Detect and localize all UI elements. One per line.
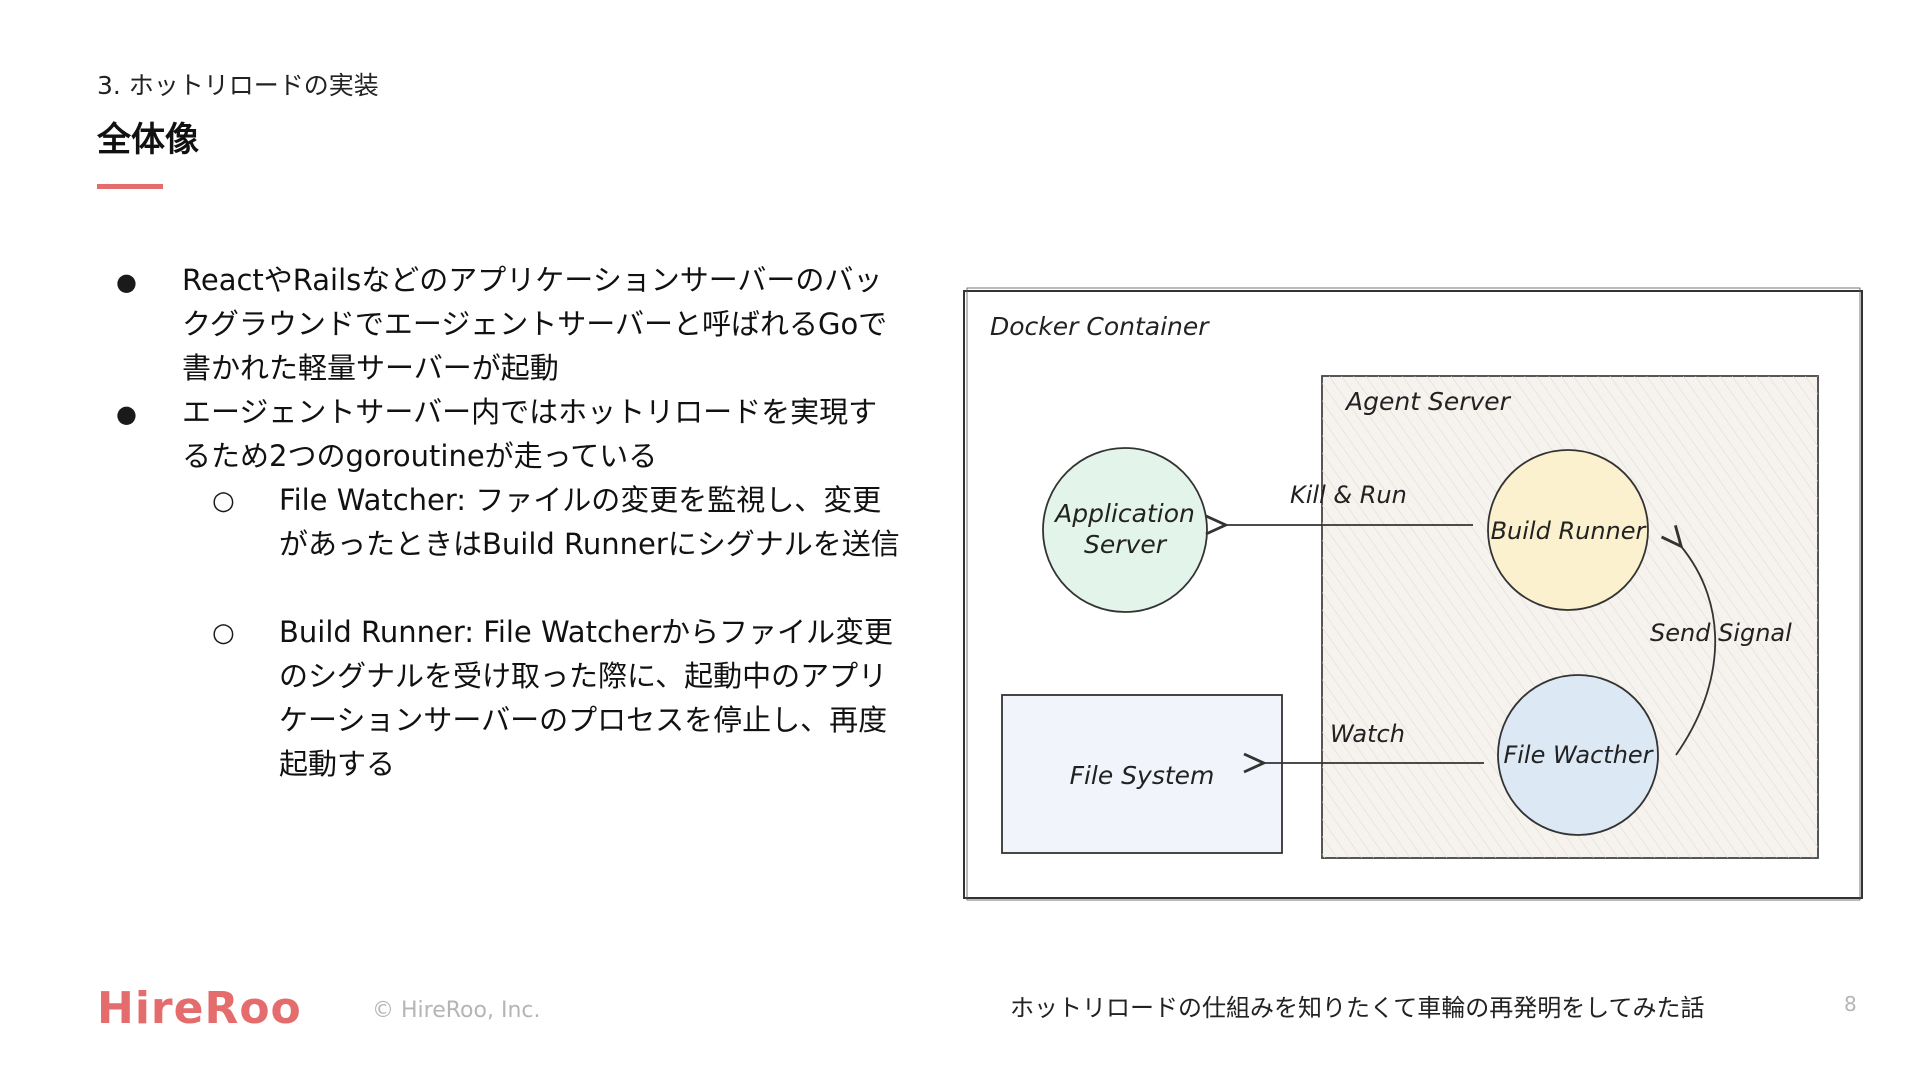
watch-label: Watch xyxy=(1330,720,1405,748)
build-runner-label: Build Runner xyxy=(1491,517,1648,545)
bullet-text: ReactやRailsなどのアプリケーションサーバーのバックグラウンドでエージェ… xyxy=(182,263,888,385)
copyright-text: © HireRoo, Inc. xyxy=(372,998,541,1023)
architecture-diagram: Docker Container Agent Server Applicatio… xyxy=(963,287,1863,901)
file-watcher-label: File Wacther xyxy=(1503,741,1654,769)
sub-bullet-text: File Watcher: ファイルの変更を監視し、変更があったときはBuild… xyxy=(279,483,900,561)
docker-container-label: Docker Container xyxy=(990,312,1210,341)
slide-title: 全体像 xyxy=(97,120,199,160)
talk-title: ホットリロードの仕組みを知りたくて車輪の再発明をしてみた話 xyxy=(1010,994,1705,1022)
bullet-marker: ● xyxy=(116,268,137,296)
bullet-marker: ● xyxy=(116,400,137,428)
bullet-text: エージェントサーバー内ではホットリロードを実現するため2つのgoroutineが… xyxy=(182,395,878,473)
section-label: 3. ホットリロードの実装 xyxy=(97,71,379,100)
docker-container-box xyxy=(963,290,1863,899)
kill-run-label: Kill & Run xyxy=(1290,481,1407,509)
page-number: 8 xyxy=(1844,992,1857,1016)
sub-bullet-marker: ○ xyxy=(212,618,235,648)
file-watcher-node xyxy=(1497,674,1659,836)
application-server-label-line1: Application xyxy=(1053,499,1195,528)
send-signal-arrow xyxy=(1676,545,1717,756)
send-signal-label: Send Signal xyxy=(1650,619,1792,647)
file-system-box xyxy=(1001,694,1283,854)
title-underline xyxy=(97,184,163,189)
application-server-label-line2: Server xyxy=(1084,530,1168,559)
agent-server-label: Agent Server xyxy=(1344,387,1512,416)
sub-bullet-text: Build Runner: File Watcherからファイル変更のシグナルを… xyxy=(279,615,894,781)
build-runner-node xyxy=(1487,449,1649,611)
file-system-label: File System xyxy=(1070,761,1215,790)
sub-bullet-marker: ○ xyxy=(212,486,235,516)
hireroo-logo: HireRoo xyxy=(97,983,302,1034)
